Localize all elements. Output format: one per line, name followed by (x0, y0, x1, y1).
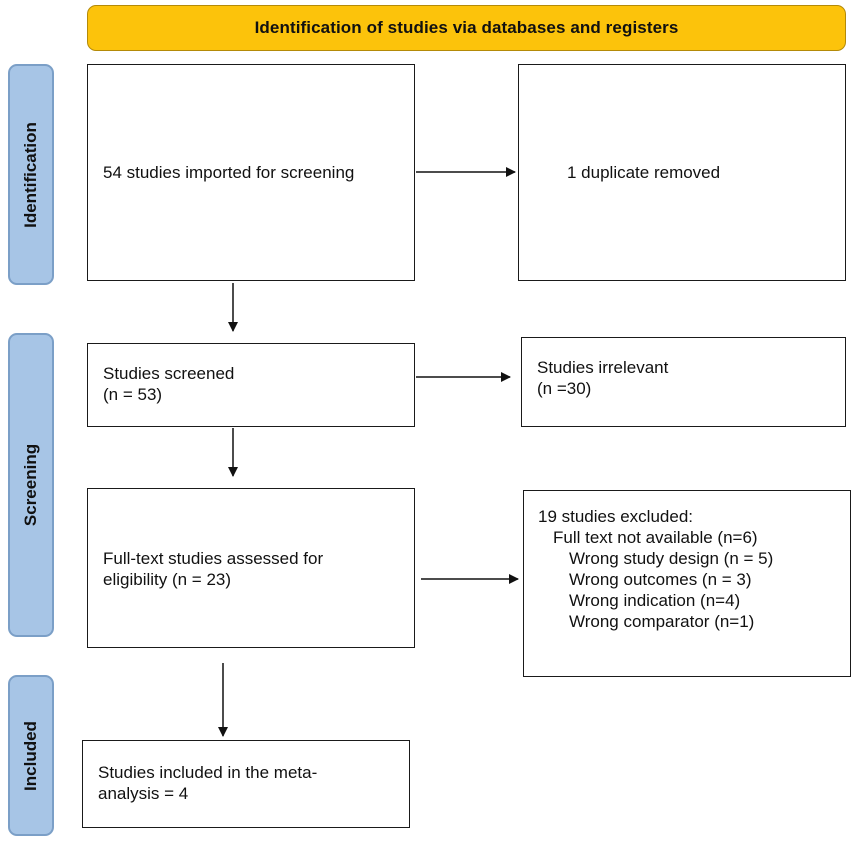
box-screened-line-1: Studies screened (103, 364, 235, 383)
box-included-line-1: Studies included in the meta- (98, 763, 318, 782)
box-fulltext-line-2: eligibility (n = 23) (103, 570, 232, 589)
box-duplicate: 1 duplicate removed (518, 64, 846, 281)
excluded-reason: Wrong study design (n = 5) (569, 549, 774, 568)
box-screened-line-2: (n = 53) (103, 385, 163, 404)
box-excluded-title: 19 studies excluded: (538, 507, 693, 526)
phase-identification: Identification (8, 64, 54, 285)
box-imported-text: 54 studies imported for screening (103, 163, 355, 182)
excluded-reason: Wrong outcomes (n = 3) (569, 570, 752, 589)
box-irrelevant: Studies irrelevant (n =30) (521, 337, 846, 427)
phase-screening: Screening (8, 333, 54, 637)
phase-included: Included (8, 675, 54, 836)
excluded-reason: Wrong indication (n=4) (569, 591, 741, 610)
box-included-line-2: analysis = 4 (98, 784, 189, 803)
box-irrelevant-line-1: Studies irrelevant (537, 358, 669, 377)
excluded-reason: Full text not available (n=6) (553, 528, 758, 547)
box-fulltext-line-1: Full-text studies assessed for (103, 549, 324, 568)
box-duplicate-text: 1 duplicate removed (567, 163, 721, 182)
box-included: Studies included in the meta- analysis =… (82, 740, 410, 828)
box-excluded: 19 studies excluded: Full text not avail… (523, 490, 851, 677)
header-title: Identification of studies via databases … (254, 18, 679, 37)
box-screened: Studies screened (n = 53) (87, 343, 415, 427)
box-fulltext: Full-text studies assessed for eligibili… (87, 488, 415, 648)
excluded-reason: Wrong comparator (n=1) (569, 612, 755, 631)
box-irrelevant-line-2: (n =30) (537, 379, 592, 398)
identification-header: Identification of studies via databases … (87, 5, 846, 51)
box-imported: 54 studies imported for screening (87, 64, 415, 281)
